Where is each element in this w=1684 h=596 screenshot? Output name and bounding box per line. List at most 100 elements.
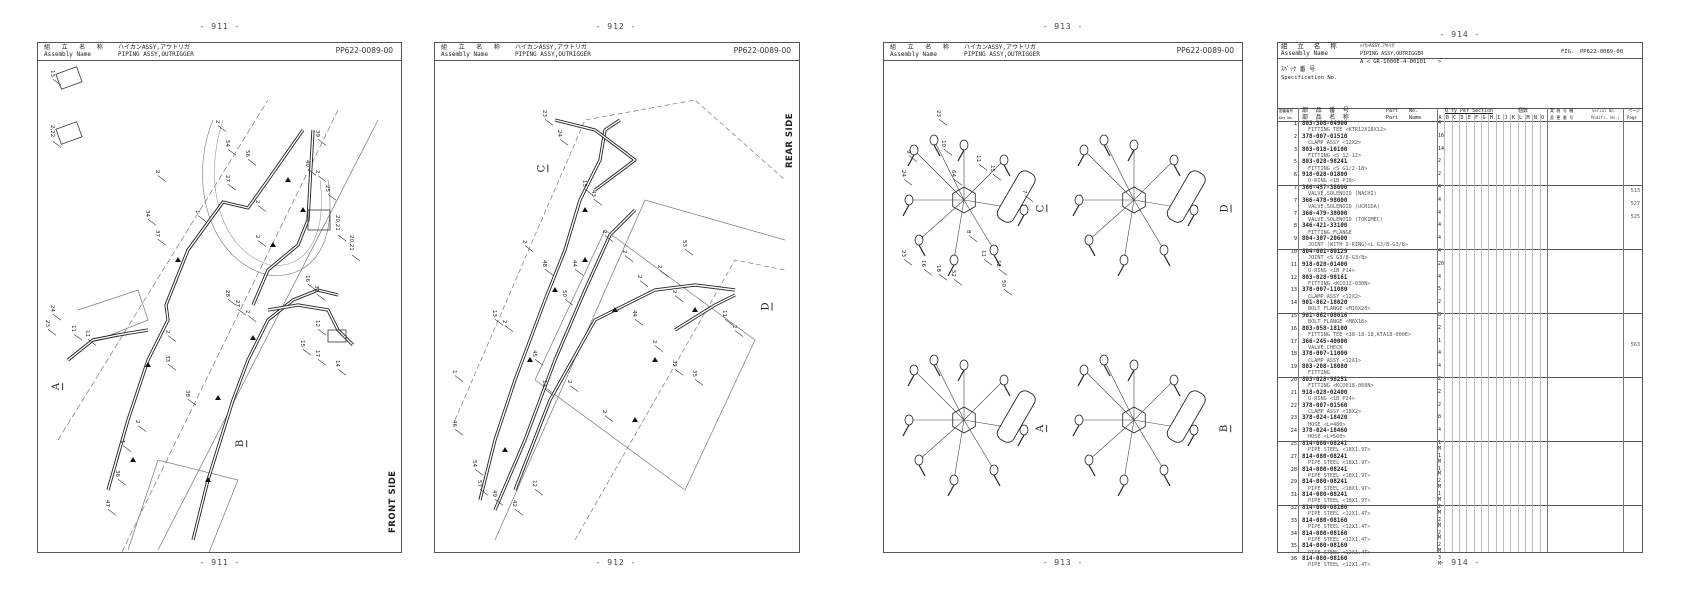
callout-label: 44: [571, 260, 577, 267]
fitting-part: [1079, 364, 1089, 376]
spec-value: A < GR-1000E-4-00101: [1360, 59, 1427, 65]
quantity-section-a: 5: [1438, 286, 1442, 293]
hose-stub: [933, 144, 941, 157]
explode-line: [1123, 419, 1135, 481]
column-divider: [1510, 114, 1512, 552]
machine-outline: [534, 229, 756, 491]
column-divider: [1488, 114, 1490, 552]
callout-label: 34: [144, 210, 150, 217]
specification-row: A < GR-1000E-4-00101 > ｽﾍﾟｯｸ 番 号 Specifi…: [1278, 58, 1642, 109]
leader-line: [923, 268, 933, 276]
callout-label: 2: [731, 325, 737, 329]
column-divider: [1547, 108, 1548, 552]
assembly-label-jp: 組 立 名 称: [1281, 42, 1340, 50]
fitting-part: [989, 244, 999, 256]
callout-label: 47: [104, 500, 110, 507]
clamp-marker: [552, 287, 558, 292]
callout-label: 2: [254, 200, 260, 204]
column-divider: [1466, 114, 1468, 552]
leader-line: [983, 258, 993, 266]
leader-line: [47, 328, 57, 336]
part-name: VALVE,CHECK: [1308, 344, 1343, 351]
hose-stub: [1017, 214, 1025, 227]
fitting-part: [1079, 144, 1089, 156]
part-name: PIPE STEEL <18X1.9T>: [1308, 447, 1371, 454]
page-header: 組 立 名 称 Assembly Name ハイカンASSY,アウトリガ PIP…: [435, 43, 799, 61]
callout-label: 57: [476, 480, 482, 487]
leader-line: [317, 138, 327, 146]
assembly-label-jp: 組 立 名 称: [44, 44, 107, 51]
assembly-title-jp: ハイカンASSY,アウトリガ: [964, 44, 1036, 51]
clamp-marker: [692, 307, 698, 312]
callout-label: 20,21: [334, 215, 340, 231]
hose-stub: [947, 484, 955, 497]
leader-line: [257, 205, 267, 212]
leader-line: [998, 268, 1008, 276]
hose-stub: [1173, 164, 1181, 177]
part-name: PIPE STEEL <18X1.9T>: [1308, 472, 1371, 479]
part-name: O-RING <1B P18>: [1308, 178, 1355, 185]
pipe-bore: [267, 304, 354, 346]
quantity-section-a: 2: [1438, 299, 1442, 306]
leader-line: [307, 283, 317, 291]
callout-label: 7: [1021, 190, 1027, 194]
assembly-label-en: Assembly Name: [441, 51, 488, 58]
fitting-part: [949, 474, 959, 486]
callout-label: 54: [224, 140, 230, 147]
part-name: PIPE STEEL <12X1.4T>: [1308, 549, 1371, 556]
callout-label: 11: [84, 330, 90, 337]
section-letter-a: A: [1438, 114, 1442, 121]
callout-label: 2: [621, 250, 627, 254]
callout-label: 49: [491, 490, 497, 497]
solenoid-valve: [996, 390, 1036, 443]
group-divider: [1278, 185, 1642, 186]
part-number: 918-028-02400: [1302, 389, 1348, 396]
leader-line: [187, 398, 197, 406]
pipe-bore: [494, 209, 636, 511]
leader-line: [474, 468, 484, 476]
hose-stub: [902, 424, 910, 437]
callout-label: 20,21: [348, 235, 354, 251]
fitting-part: [1099, 134, 1109, 146]
leader-line: [514, 508, 524, 516]
hose-stub: [993, 474, 1001, 487]
fitting-part: [1074, 194, 1084, 206]
